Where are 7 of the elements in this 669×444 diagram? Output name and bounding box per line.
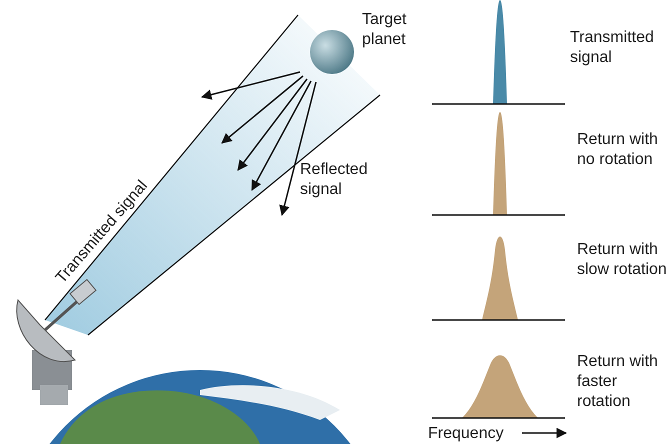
curve-label: Return with faster rotation bbox=[577, 352, 659, 412]
planet-label: Target planet bbox=[362, 10, 408, 50]
axis-label: Frequency bbox=[428, 424, 505, 444]
signal-label: Transmitted signal bbox=[570, 28, 655, 68]
curve-label: Return with slow rotation bbox=[577, 240, 667, 280]
curve-label: Return with no rotation bbox=[577, 130, 659, 170]
signal-label: Reflected signal bbox=[300, 160, 369, 200]
